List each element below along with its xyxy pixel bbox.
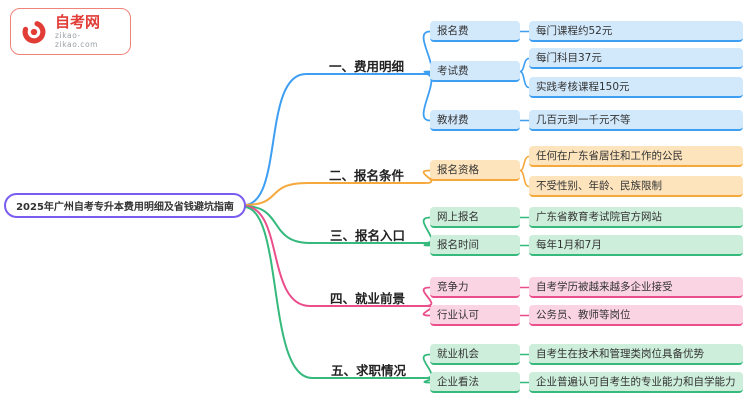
edge <box>519 155 530 172</box>
edge <box>422 169 433 184</box>
leaf-tech-management-advantage: 自考生在技术和管理类岗位具备优势 <box>529 344 743 365</box>
subtopic-industry-recognition: 行业认可 <box>430 305 520 326</box>
subtopic-exam-fee: 考试费 <box>430 61 520 82</box>
leaf-subject-fee: 每门科目37元 <box>529 48 743 69</box>
edge-root-condition <box>243 182 426 206</box>
branch-entrance-label: 三、报名入口 <box>329 228 405 243</box>
edge-root-fee <box>243 73 426 206</box>
leaf-course-fee: 每门课程约52元 <box>529 21 743 42</box>
subtopic-qualification: 报名资格 <box>430 160 520 181</box>
logo-title: 自考网 <box>55 12 101 31</box>
branch-prospect-label: 四、就业前景 <box>329 291 405 306</box>
edge <box>519 70 530 89</box>
subtopic-job-opportunity: 就业机会 <box>430 344 520 365</box>
edge <box>423 70 433 75</box>
subtopic-registration-time: 报名时间 <box>430 235 520 256</box>
edge <box>422 305 433 317</box>
leaf-official-website: 广东省教育考试院官方网站 <box>529 207 743 228</box>
edge <box>519 169 530 188</box>
subtopic-online-registration: 网上报名 <box>430 207 520 228</box>
subtopic-company-view: 企业看法 <box>430 372 520 393</box>
edge <box>423 377 433 384</box>
logo-domain: zikao-zikao.com <box>55 31 99 50</box>
subtopic-registration-fee: 报名费 <box>430 21 520 42</box>
subtopic-competitiveness: 竞争力 <box>430 277 520 298</box>
edge-root-entrance <box>243 205 426 244</box>
site-logo: 自考网 zikao-zikao.com <box>10 8 131 55</box>
edge <box>519 57 530 73</box>
edge <box>422 73 433 122</box>
root-topic: 2025年广州自考专升本费用明细及省钱避坑指南 <box>4 193 246 218</box>
leaf-enterprise-acceptance: 自考学历被越来越多企业接受 <box>529 277 743 298</box>
branch-condition-label: 二、报名条件 <box>328 168 404 183</box>
leaf-self-study-ability: 企业普遍认可自考生的专业能力和自学能力 <box>529 372 743 393</box>
edge-root-job <box>243 206 426 379</box>
leaf-textbook-cost: 几百元到一千元不等 <box>529 110 743 131</box>
branch-job-label: 五、求职情况 <box>330 363 406 378</box>
branch-fee-label: 一、费用明细 <box>328 59 404 74</box>
leaf-resident-eligibility: 任何在广东省居住和工作的公民 <box>529 146 743 167</box>
leaf-practice-fee: 实践考核课程150元 <box>529 77 743 98</box>
logo-icon <box>20 18 48 46</box>
edge <box>423 242 433 247</box>
subtopic-textbook-fee: 教材费 <box>430 110 520 131</box>
leaf-no-restriction: 不受性别、年龄、民族限制 <box>529 176 743 197</box>
leaf-civil-servant-posts: 公务员、教师等岗位 <box>529 305 743 326</box>
leaf-months: 每年1月和7月 <box>529 235 743 256</box>
logo-text: 自考网 zikao-zikao.com <box>55 12 121 50</box>
edge-root-prospect <box>243 205 426 307</box>
